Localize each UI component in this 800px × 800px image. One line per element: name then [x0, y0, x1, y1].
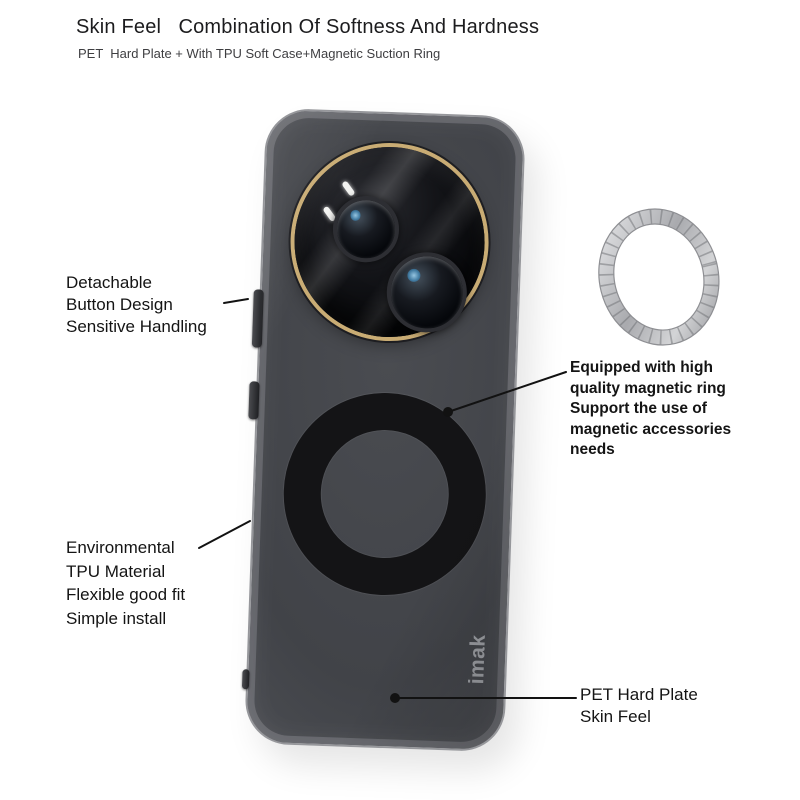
page-subtitle: PET Hard Plate + With TPU Soft Case+Magn…	[78, 46, 441, 61]
page-title: Skin Feel Combination Of Softness And Ha…	[76, 16, 540, 38]
brand-logo: imak	[465, 634, 490, 685]
power-button	[248, 381, 260, 420]
magnetic-suction-ring	[280, 389, 490, 599]
metal-ring-segments	[598, 209, 719, 346]
callout-magnet-label: Equipped with high quality magnetic ring…	[570, 359, 732, 458]
camera-module	[291, 143, 488, 341]
callout-tpu-label: Environmental TPU Material Flexible good…	[66, 538, 186, 628]
volume-button	[251, 289, 264, 348]
phone-case: imak	[241, 107, 527, 753]
callout-line-buttons	[223, 298, 249, 304]
metal-ring-body	[598, 209, 719, 346]
callout-pet-label: PET Hard Plate Skin Feel	[580, 685, 698, 726]
callout-line-tpu	[198, 520, 251, 549]
metal-ring-outer-edge	[598, 208, 720, 346]
metal-ring-inner-edge	[613, 223, 705, 331]
metal-magnetic-ring	[598, 208, 720, 346]
callout-buttons-label: Detachable Button Design Sensitive Handl…	[66, 273, 207, 336]
side-nub	[241, 669, 250, 690]
